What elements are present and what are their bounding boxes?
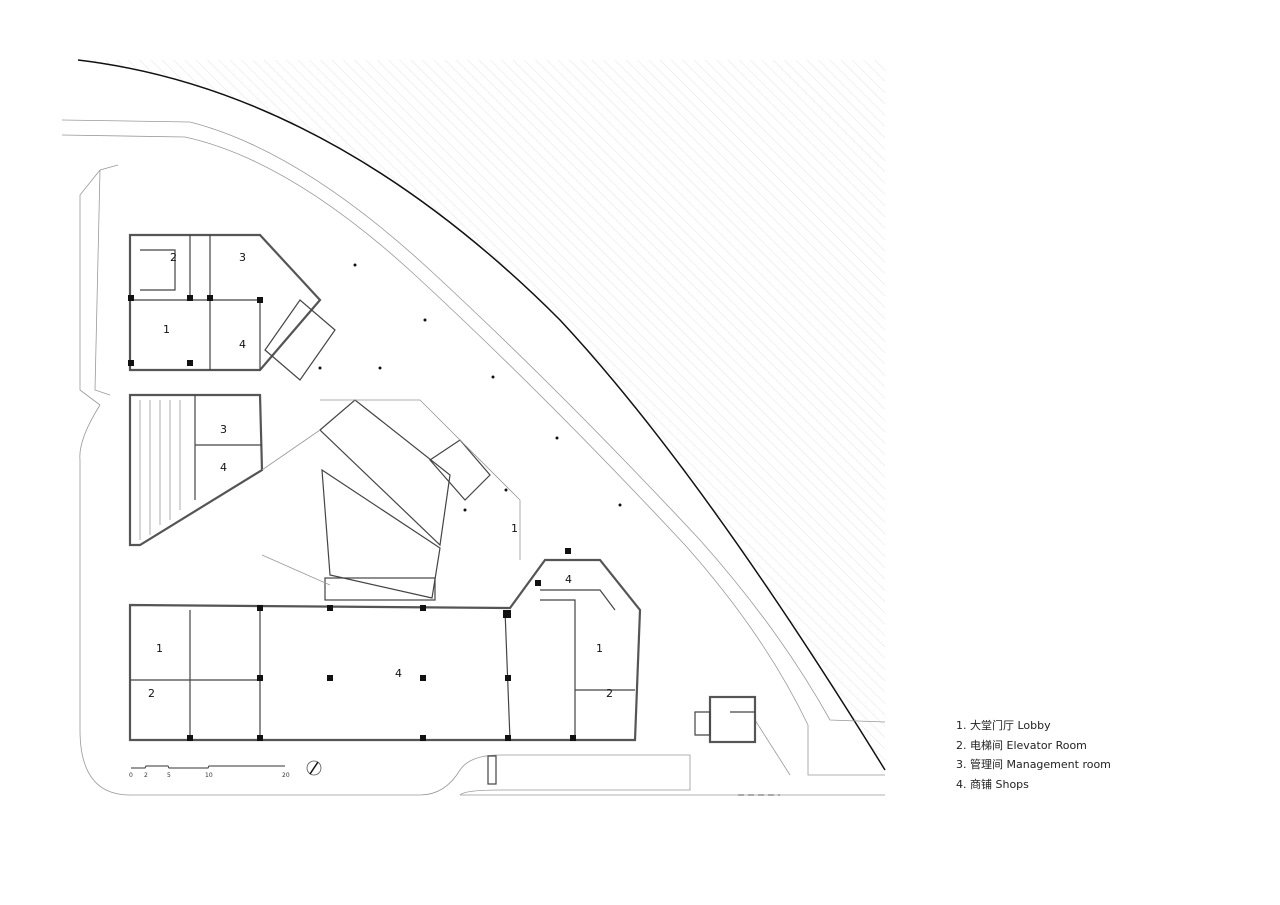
room-label: 1 (156, 642, 163, 655)
scale-tick: 0 (129, 772, 133, 779)
legend: 1. 大堂门厅 Lobby 2. 电梯间 Elevator Room 3. 管理… (956, 716, 1111, 794)
room-label: 4 (395, 667, 402, 680)
room-label: 4 (239, 338, 246, 351)
room-labels: 2 3 1 4 3 4 1 4 1 2 4 1 2 (148, 251, 613, 700)
room-label: 2 (170, 251, 177, 264)
scale-tick: 2 (144, 772, 148, 779)
room-label: 2 (148, 687, 155, 700)
road-lines (61, 119, 886, 796)
room-label: 1 (511, 522, 518, 535)
legend-item-management-room: 3. 管理间 Management room (956, 758, 1111, 771)
building-block-west (128, 393, 264, 547)
scale-tick: 10 (205, 772, 213, 779)
room-label: 4 (565, 573, 572, 586)
room-label: 3 (239, 251, 246, 264)
room-label: 3 (220, 423, 227, 436)
legend-item-lobby: 1. 大堂门厅 Lobby (956, 719, 1051, 732)
room-label: 1 (596, 642, 603, 655)
room-label: 1 (163, 323, 170, 336)
scale-tick: 20 (282, 772, 290, 779)
small-building (694, 695, 757, 744)
legend-item-shops: 4. 商铺 Shops (956, 777, 1029, 791)
room-label: 2 (606, 687, 613, 700)
room-label: 4 (220, 461, 227, 474)
stair-element (487, 755, 497, 785)
legend-item-elevator-room: 2. 电梯间 Elevator Room (956, 738, 1087, 752)
structural-columns (128, 263, 622, 741)
scale-bar: 0 2 5 10 20 (129, 765, 290, 779)
north-arrow-icon (306, 760, 322, 776)
atrium-escalators (261, 399, 521, 601)
scale-tick: 5 (167, 772, 171, 779)
hatched-area (78, 60, 885, 770)
site-boundary-curve (77, 59, 886, 771)
building-block-nw (128, 233, 336, 381)
